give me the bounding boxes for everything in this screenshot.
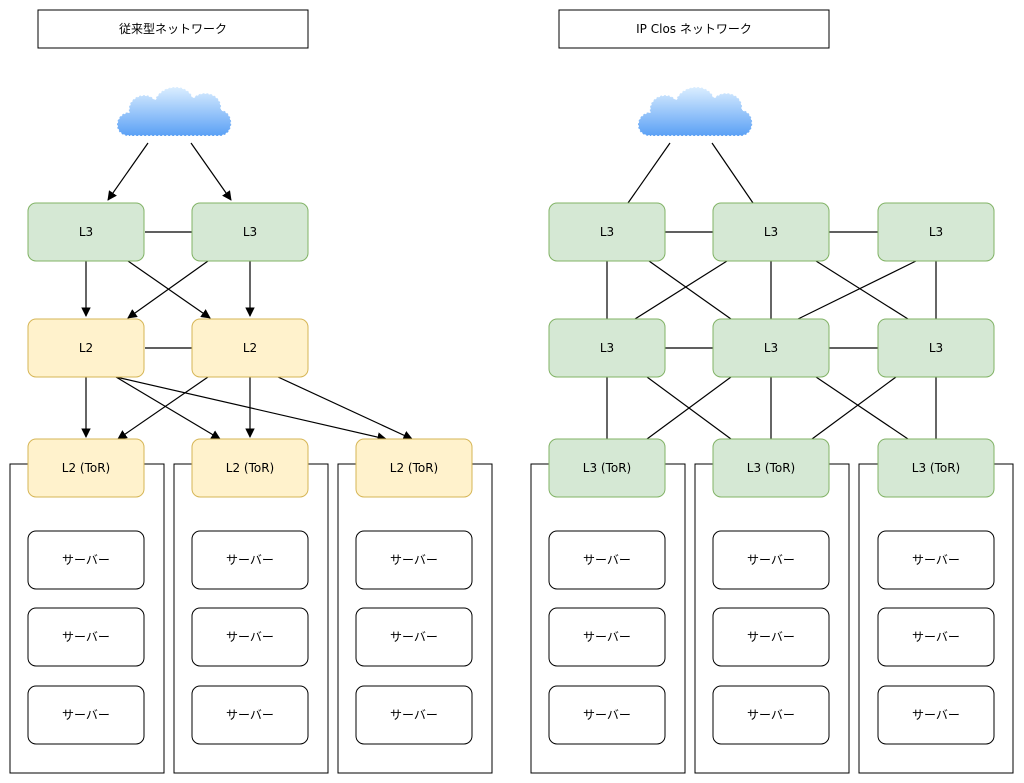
leaf-switch-label: L3 xyxy=(600,341,614,355)
server: サーバー xyxy=(355,607,473,667)
core-switch-label: L3 xyxy=(79,225,93,239)
tor-switch-label: L2 (ToR) xyxy=(390,461,438,475)
right-diagram: IP Clos ネットワーク xyxy=(530,9,1014,774)
server-label: サーバー xyxy=(390,708,438,722)
tor-switch-label: L3 (ToR) xyxy=(747,461,795,475)
leaf-switch: L3 xyxy=(548,318,666,378)
server: サーバー xyxy=(712,685,830,745)
server: サーバー xyxy=(548,607,666,667)
server: サーバー xyxy=(712,607,830,667)
core-switch: L3 xyxy=(191,202,309,262)
edge-cloud-core1 xyxy=(107,142,149,201)
server: サーバー xyxy=(355,530,473,590)
core-switch-label: L3 xyxy=(243,225,257,239)
spine-switch-label: L3 xyxy=(600,225,614,239)
server: サーバー xyxy=(712,530,830,590)
edge-leaf2-tor3 xyxy=(815,376,909,440)
leaf-switch-label: L3 xyxy=(929,341,943,355)
spine-switch-label: L3 xyxy=(929,225,943,239)
tor-switch-label: L2 (ToR) xyxy=(62,461,110,475)
right-title-box: IP Clos ネットワーク xyxy=(558,9,830,49)
server: サーバー xyxy=(27,607,145,667)
edge-cloud-spine1 xyxy=(627,142,671,204)
edge-leaf3-tor2 xyxy=(811,376,897,440)
right-title: IP Clos ネットワーク xyxy=(636,22,752,36)
edge-agg1-tor2 xyxy=(115,376,221,440)
tor-switch: L2 (ToR) xyxy=(191,438,309,498)
left-title: 従来型ネットワーク xyxy=(119,22,227,36)
server: サーバー xyxy=(877,530,995,590)
edge-spine2-leaf3 xyxy=(815,260,909,320)
spine-switch: L3 xyxy=(877,202,995,262)
server-label: サーバー xyxy=(390,630,438,644)
server: サーバー xyxy=(355,685,473,745)
server-label: サーバー xyxy=(62,553,110,567)
server-label: サーバー xyxy=(747,630,795,644)
tor-switch: L2 (ToR) xyxy=(355,438,473,498)
left-title-box: 従来型ネットワーク xyxy=(37,9,309,49)
tor-switch-label: L3 (ToR) xyxy=(583,461,631,475)
core-switch: L3 xyxy=(27,202,145,262)
cloud-icon xyxy=(637,86,753,137)
tor-switch: L3 (ToR) xyxy=(712,438,830,498)
tor-switch: L3 (ToR) xyxy=(877,438,995,498)
edge-cloud-core2 xyxy=(190,142,232,201)
edge-core2-agg1 xyxy=(127,260,209,319)
edge-spine1-leaf2 xyxy=(648,260,732,320)
aggregation-switch: L2 xyxy=(27,318,145,378)
server-label: サーバー xyxy=(747,708,795,722)
server: サーバー xyxy=(548,685,666,745)
edge-spine2-leaf1 xyxy=(634,260,728,320)
edge-agg1-tor3 xyxy=(115,376,387,442)
server-label: サーバー xyxy=(583,553,631,567)
server-label: サーバー xyxy=(226,630,274,644)
edge-spine3-leaf2 xyxy=(797,260,917,320)
aggregation-switch-label: L2 xyxy=(79,341,93,355)
aggregation-switch-label: L2 xyxy=(243,341,257,355)
server: サーバー xyxy=(27,530,145,590)
server-label: サーバー xyxy=(62,708,110,722)
server-label: サーバー xyxy=(226,553,274,567)
server: サーバー xyxy=(548,530,666,590)
server: サーバー xyxy=(191,685,309,745)
server-label: サーバー xyxy=(390,553,438,567)
server-label: サーバー xyxy=(583,708,631,722)
leaf-switch: L3 xyxy=(877,318,995,378)
leaf-switch-label: L3 xyxy=(764,341,778,355)
edge-agg2-tor1 xyxy=(117,376,209,440)
tor-switch: L2 (ToR) xyxy=(27,438,145,498)
spine-switch: L3 xyxy=(712,202,830,262)
cloud-icon xyxy=(116,86,232,137)
tor-switch-label: L2 (ToR) xyxy=(226,461,274,475)
server-label: サーバー xyxy=(62,630,110,644)
server: サーバー xyxy=(877,685,995,745)
aggregation-switch: L2 xyxy=(191,318,309,378)
leaf-switch: L3 xyxy=(712,318,830,378)
spine-switch: L3 xyxy=(548,202,666,262)
spine-switch-label: L3 xyxy=(764,225,778,239)
server: サーバー xyxy=(27,685,145,745)
edge-leaf2-tor1 xyxy=(646,376,732,440)
server-label: サーバー xyxy=(912,553,960,567)
server-label: サーバー xyxy=(226,708,274,722)
server-label: サーバー xyxy=(583,630,631,644)
left-diagram: 従来型ネットワーク L3 xyxy=(9,9,493,774)
server: サーバー xyxy=(191,607,309,667)
server-label: サーバー xyxy=(912,630,960,644)
edge-agg2-tor3 xyxy=(277,376,413,440)
server-label: サーバー xyxy=(747,553,795,567)
server-label: サーバー xyxy=(912,708,960,722)
server: サーバー xyxy=(191,530,309,590)
tor-switch: L3 (ToR) xyxy=(548,438,666,498)
tor-switch-label: L3 (ToR) xyxy=(912,461,960,475)
edge-cloud-spine2 xyxy=(711,142,754,204)
server: サーバー xyxy=(877,607,995,667)
